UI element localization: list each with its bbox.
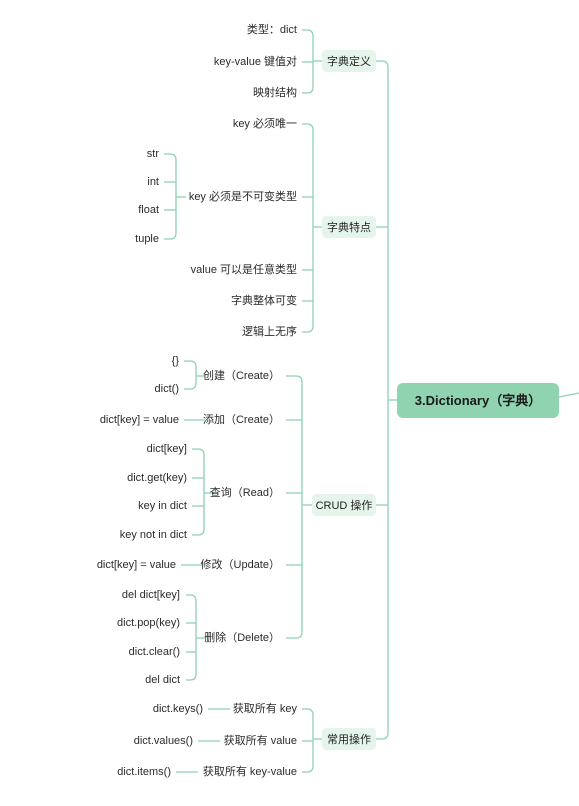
root-tail-line <box>558 392 579 398</box>
op-get-keys: 获取所有 key <box>233 701 298 715</box>
category-node-definition[interactable] <box>322 50 376 72</box>
category-node-common-ops[interactable] <box>322 728 376 750</box>
code-assign-add: dict[key] = value <box>100 414 179 426</box>
code-del-key: del dict[key] <box>122 589 180 601</box>
leaf-type-str: str <box>147 148 160 160</box>
leaf-key-unique: key 必须唯一 <box>233 117 297 130</box>
code-pop: dict.pop(key) <box>117 617 180 629</box>
create-bracket-spine <box>184 360 197 390</box>
op-add: 添加（Create） <box>203 412 280 426</box>
leaf-mapping-structure: 映射结构 <box>253 85 297 99</box>
leaf-logically-unordered: 逻辑上无序 <box>242 324 297 338</box>
code-items: dict.items() <box>117 766 171 778</box>
leaf-dict-mutable: 字典整体可变 <box>231 293 297 307</box>
code-key-not-in: key not in dict <box>120 529 187 541</box>
code-values: dict.values() <box>134 735 193 747</box>
code-keys: dict.keys() <box>153 703 203 715</box>
code-assign-update: dict[key] = value <box>97 559 176 571</box>
op-get-items: 获取所有 key-value <box>203 764 297 778</box>
leaf-type-dict: 类型：dict <box>247 22 297 36</box>
code-index-read: dict[key] <box>147 443 187 455</box>
read-bracket-spine <box>192 448 205 536</box>
code-key-in: key in dict <box>138 500 187 512</box>
op-delete: 删除（Delete） <box>204 630 280 644</box>
category-label-features: 字典特点 <box>327 220 371 234</box>
code-clear: dict.clear() <box>129 646 180 658</box>
leaf-value-any-type: value 可以是任意类型 <box>191 262 297 276</box>
category-label-definition: 字典定义 <box>327 54 371 68</box>
category-label-crud: CRUD 操作 <box>316 498 373 512</box>
op-create: 创建（Create） <box>203 368 280 382</box>
leaf-type-float: float <box>138 204 159 216</box>
leaf-key-immutable: key 必须是不可变类型 <box>189 189 297 203</box>
category-label-common-ops: 常用操作 <box>327 732 371 746</box>
leaf-type-int: int <box>147 176 159 188</box>
features-bracket-spine <box>302 123 314 333</box>
code-empty-braces: {} <box>172 355 180 367</box>
op-update: 修改（Update） <box>201 557 280 571</box>
root-node-label: 3.Dictionary（字典） <box>415 393 541 408</box>
crud-bracket-spine <box>286 375 303 639</box>
code-del-dict: del dict <box>145 674 180 686</box>
category-node-crud[interactable] <box>312 494 376 516</box>
leaf-key-value-pair: key-value 键值对 <box>214 54 297 68</box>
connector-lines <box>164 29 579 773</box>
code-dict-constructor: dict() <box>155 383 179 395</box>
op-get-values: 获取所有 value <box>224 733 297 747</box>
root-bracket-spine <box>376 60 389 740</box>
op-read: 查询（Read） <box>210 485 280 499</box>
category-node-features[interactable] <box>322 216 376 238</box>
leaf-type-tuple: tuple <box>135 233 159 245</box>
delete-bracket-spine <box>186 594 197 681</box>
root-node-box[interactable] <box>397 383 559 418</box>
code-get: dict.get(key) <box>127 472 187 484</box>
immutable-types-bracket-spine <box>164 153 177 240</box>
